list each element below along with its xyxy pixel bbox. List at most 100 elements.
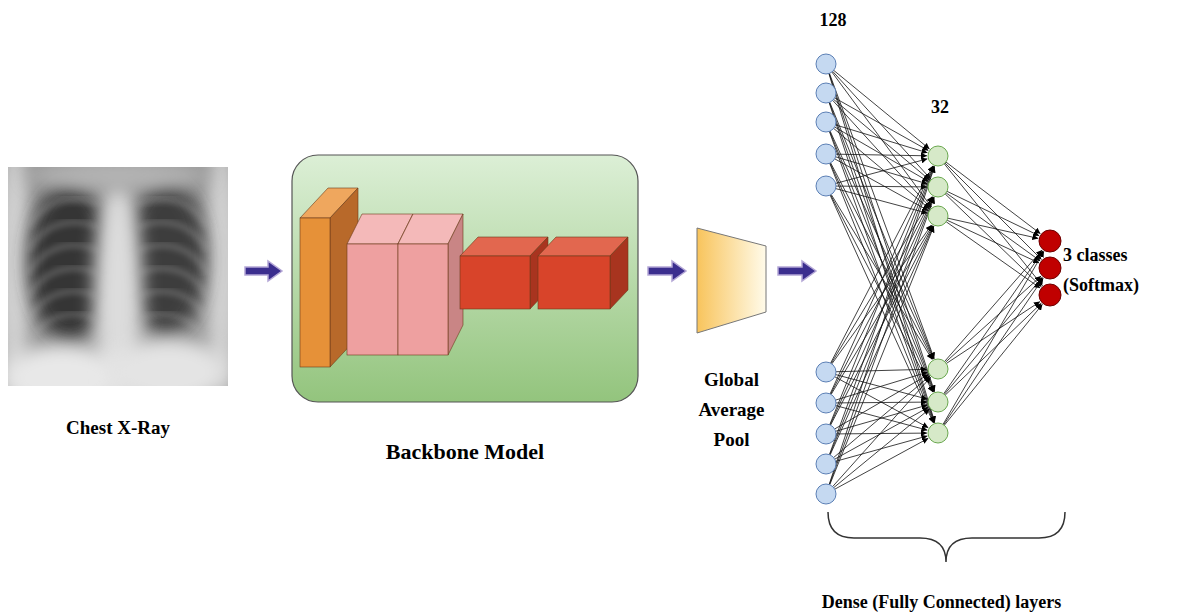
hidden-neuron <box>928 206 948 226</box>
class-count: 3 classes (Softmax) <box>1063 240 1191 300</box>
xray-shading <box>108 338 228 386</box>
network-link <box>944 277 1042 394</box>
brace <box>828 512 1065 562</box>
hidden-neuron <box>928 177 948 197</box>
chest-xray-image <box>8 167 228 386</box>
network-link <box>946 193 1040 261</box>
layer-size: 128 <box>808 9 858 31</box>
layer-size: 32 <box>915 96 965 118</box>
layer-block <box>398 214 463 355</box>
pooling-trapezoid <box>697 228 766 333</box>
xray-shading <box>28 167 208 191</box>
network-link <box>836 405 928 431</box>
layer-front <box>398 244 448 355</box>
network-link <box>833 377 931 486</box>
network-link <box>945 250 1043 361</box>
block-arrow <box>245 261 282 281</box>
network-link <box>829 102 934 422</box>
network-link <box>948 218 1039 238</box>
layer-front <box>300 218 330 367</box>
hidden-neuron <box>928 359 948 379</box>
network-link <box>946 302 1040 364</box>
network-link <box>835 407 929 459</box>
network-link <box>829 166 934 484</box>
network-link <box>830 131 934 392</box>
network-link <box>836 186 927 188</box>
network-link <box>834 409 930 488</box>
network-link <box>829 73 934 391</box>
network-link <box>835 127 929 181</box>
network-link <box>830 163 934 423</box>
xray-shading <box>8 344 122 386</box>
input-neuron <box>816 362 836 382</box>
xray-panel: Chest X-Ray <box>8 167 228 386</box>
layer-front <box>347 244 398 355</box>
network-link <box>830 195 933 423</box>
output-neuron <box>1039 284 1061 306</box>
network-link <box>836 159 928 184</box>
node-label: Backbone Model <box>292 438 638 466</box>
network-link <box>836 369 927 371</box>
node-label: Dense (Fully Connected) layers <box>782 591 1102 613</box>
hidden-neuron <box>928 392 948 412</box>
network-link <box>834 99 930 179</box>
layer-front <box>460 256 530 309</box>
input-neuron <box>816 144 836 164</box>
network-link <box>829 74 935 423</box>
network-link <box>830 163 933 392</box>
input-neuron <box>816 54 836 74</box>
rib <box>136 314 208 342</box>
network-link <box>945 194 1041 287</box>
layer-block <box>538 237 628 309</box>
network-link <box>836 375 928 400</box>
network-link <box>830 226 934 485</box>
network-link <box>944 164 1042 286</box>
network-link <box>830 166 933 394</box>
network-link <box>833 71 931 178</box>
input-neuron <box>816 112 836 132</box>
input-neuron <box>816 393 836 413</box>
network-link <box>831 195 933 392</box>
network-link <box>835 159 929 211</box>
dense-block: Dense (Fully Connected) layers <box>818 50 1065 512</box>
input-neuron <box>816 484 836 504</box>
network-link <box>836 154 927 156</box>
network-link <box>829 131 934 422</box>
network-link <box>831 166 933 363</box>
node-label: Global Average Pool <box>682 365 782 455</box>
backbone-panel <box>292 155 638 402</box>
input-neuron <box>816 454 836 474</box>
hidden-neuron <box>928 423 948 443</box>
block-arrow <box>778 261 816 281</box>
layer-block <box>460 237 548 309</box>
input-neuron <box>816 424 836 444</box>
network-link <box>829 197 934 484</box>
output-neuron <box>1039 230 1061 252</box>
input-neuron <box>816 83 836 103</box>
block-arrow <box>648 261 686 281</box>
network-link <box>947 191 1039 235</box>
network-link <box>943 251 1044 424</box>
pooling-layer: Global Average Pool <box>697 228 766 333</box>
network-link <box>947 220 1039 263</box>
rib <box>28 314 100 342</box>
node-label: Chest X-Ray <box>0 416 238 440</box>
network-link <box>836 125 928 153</box>
network-link <box>829 166 934 454</box>
input-neuron <box>816 176 836 196</box>
layer-side <box>610 237 628 309</box>
network-link <box>835 98 929 151</box>
network-link <box>829 102 934 391</box>
network-link <box>944 304 1042 425</box>
network-link <box>944 278 1044 425</box>
network-link <box>836 157 928 184</box>
layer-front <box>538 256 610 309</box>
network-link <box>945 163 1041 259</box>
network-link <box>945 303 1041 395</box>
output-neuron <box>1039 257 1061 279</box>
hidden-neuron <box>928 146 948 166</box>
network-link <box>946 222 1040 288</box>
network-link <box>835 438 929 489</box>
